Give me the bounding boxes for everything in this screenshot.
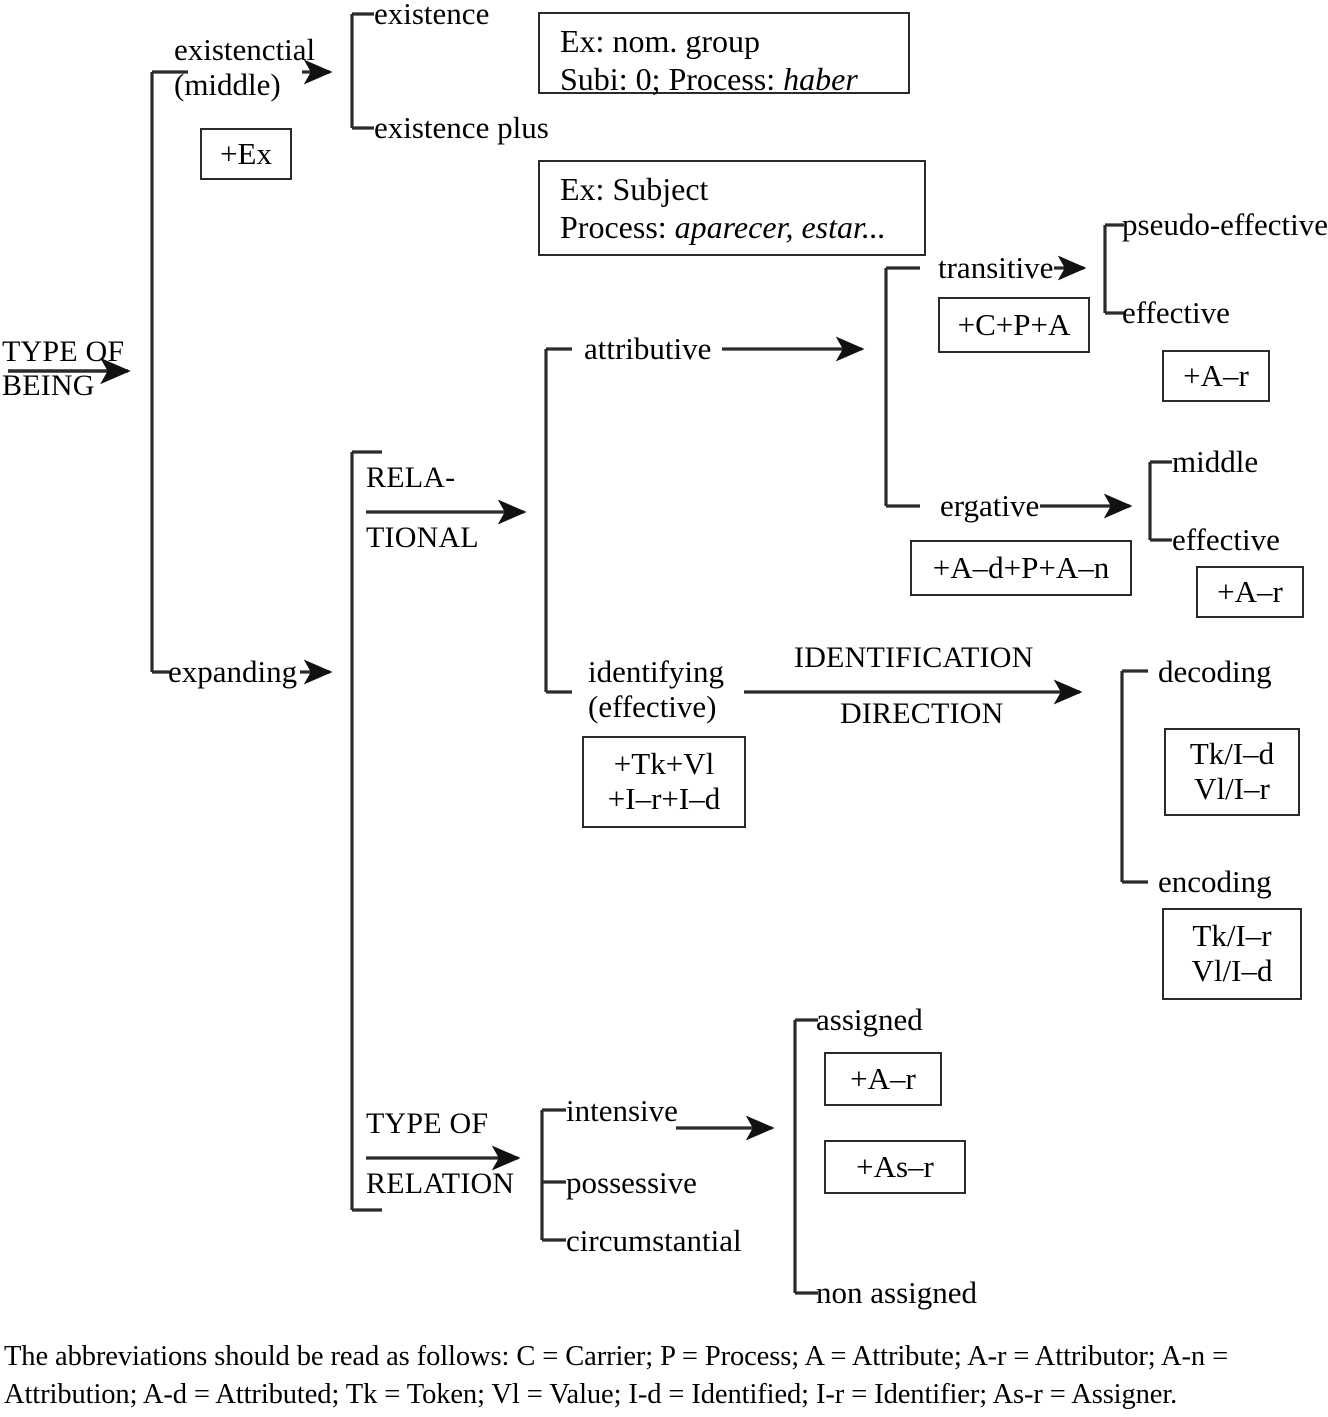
option-ergative[interactable]: ergative <box>940 488 1040 523</box>
example-existence-line2-italic: haber <box>783 61 858 98</box>
realization-c-p-a-text: +C+P+A <box>957 306 1071 342</box>
example-existence-line2: Subi: 0; Process: haber <box>560 60 892 98</box>
example-existence-plus-line2-italic: aparecer, estar... <box>674 209 886 246</box>
entry-system-name-type-of-being: TYPE OF BEING <box>2 335 124 402</box>
example-existence-plus-line1: Ex: Subject <box>560 171 709 207</box>
option-pseudo-effective[interactable]: pseudo-effective <box>1122 207 1328 242</box>
option-encoding[interactable]: encoding <box>1158 864 1272 899</box>
option-existence-plus[interactable]: existence plus <box>374 110 549 145</box>
system-name-identification-direction-line2: DIRECTION <box>840 697 1004 730</box>
realization-box-c-p-a: +C+P+A <box>938 297 1090 353</box>
entry-label-line2: BEING <box>2 368 95 402</box>
example-box-existence: Ex: nom. group Subi: 0; Process: haber <box>538 12 910 97</box>
realization-box-assigned-a-r: +A–r <box>824 1052 942 1106</box>
realization-decoding-line2: Vl/I–r <box>1194 771 1270 806</box>
option-identifying-effective[interactable]: identifying (effective) <box>588 654 725 724</box>
realization-box-a-r-transitive: +A–r <box>1162 350 1270 402</box>
option-existenctial-line1: existenctial <box>174 32 316 67</box>
realization-a-d-p-a-n-text: +A–d+P+A–n <box>932 549 1110 585</box>
system-name-type-of-relation-line2: RELATION <box>366 1167 515 1200</box>
example-existence-plus-line2-prefix: Process: <box>560 209 675 246</box>
realization-box-ex: +Ex <box>200 128 292 180</box>
realization-tk-vl-line2: +I–r+I–d <box>607 781 721 816</box>
option-assigned[interactable]: assigned <box>816 1002 923 1037</box>
realization-tk-vl-line1: +Tk+Vl <box>613 746 715 782</box>
realization-assigned-a-r-text: +A–r <box>850 1060 916 1096</box>
option-effective-ergative[interactable]: effective <box>1172 522 1280 557</box>
option-circumstantial[interactable]: circumstantial <box>566 1223 742 1258</box>
option-decoding[interactable]: decoding <box>1158 654 1272 689</box>
entry-label-line1: TYPE OF <box>2 335 125 368</box>
system-name-relational-line1: RELA- <box>366 461 456 494</box>
realization-box-encoding: Tk/I–r Vl/I–d <box>1162 908 1302 1000</box>
realization-a-r-transitive-text: +A–r <box>1183 357 1249 393</box>
option-existence[interactable]: existence <box>374 0 490 31</box>
realization-assigned-as-r-text: +As–r <box>856 1148 934 1184</box>
option-transitive[interactable]: transitive <box>938 250 1054 285</box>
realization-decoding-line1: Tk/I–d <box>1189 736 1275 772</box>
realization-a-r-ergative-text: +A–r <box>1217 573 1283 609</box>
example-existence-line2-prefix: Subi: 0; Process: <box>560 61 784 98</box>
option-middle[interactable]: middle <box>1172 444 1259 479</box>
option-existenctial-middle[interactable]: existenctial (middle) <box>174 32 316 102</box>
realization-encoding-line1: Tk/I–r <box>1192 918 1272 954</box>
option-identifying-line1: identifying <box>588 654 725 689</box>
realization-box-tk-vl: +Tk+Vl +I–r+I–d <box>582 736 746 828</box>
system-name-identification-direction-line1: IDENTIFICATION <box>794 641 1034 674</box>
option-attributive[interactable]: attributive <box>584 331 712 366</box>
option-non-assigned[interactable]: non assigned <box>816 1275 978 1310</box>
abbreviations-caption: The abbreviations should be read as foll… <box>4 1341 1229 1410</box>
example-existence-line1: Ex: nom. group <box>560 23 760 59</box>
system-name-type-of-relation-line1: TYPE OF <box>366 1107 489 1140</box>
realization-encoding-line2: Vl/I–d <box>1191 953 1273 988</box>
realization-ex-text: +Ex <box>220 135 272 171</box>
option-effective-transitive[interactable]: effective <box>1122 295 1230 330</box>
option-existenctial-line2: (middle) <box>174 66 281 102</box>
realization-box-a-r-ergative: +A–r <box>1196 566 1304 618</box>
realization-box-decoding: Tk/I–d Vl/I–r <box>1164 728 1300 816</box>
option-expanding[interactable]: expanding <box>168 654 298 689</box>
option-possessive[interactable]: possessive <box>566 1165 697 1200</box>
option-intensive[interactable]: intensive <box>566 1093 678 1128</box>
example-existence-plus-line2: Process: aparecer, estar... <box>560 208 908 246</box>
realization-box-assigned-as-r: +As–r <box>824 1140 966 1194</box>
option-identifying-line2: (effective) <box>588 688 717 724</box>
realization-box-a-d-p-a-n: +A–d+P+A–n <box>910 540 1132 596</box>
system-name-relational-line2: TIONAL <box>366 521 479 554</box>
example-box-existence-plus: Ex: Subject Process: aparecer, estar... <box>538 160 926 256</box>
